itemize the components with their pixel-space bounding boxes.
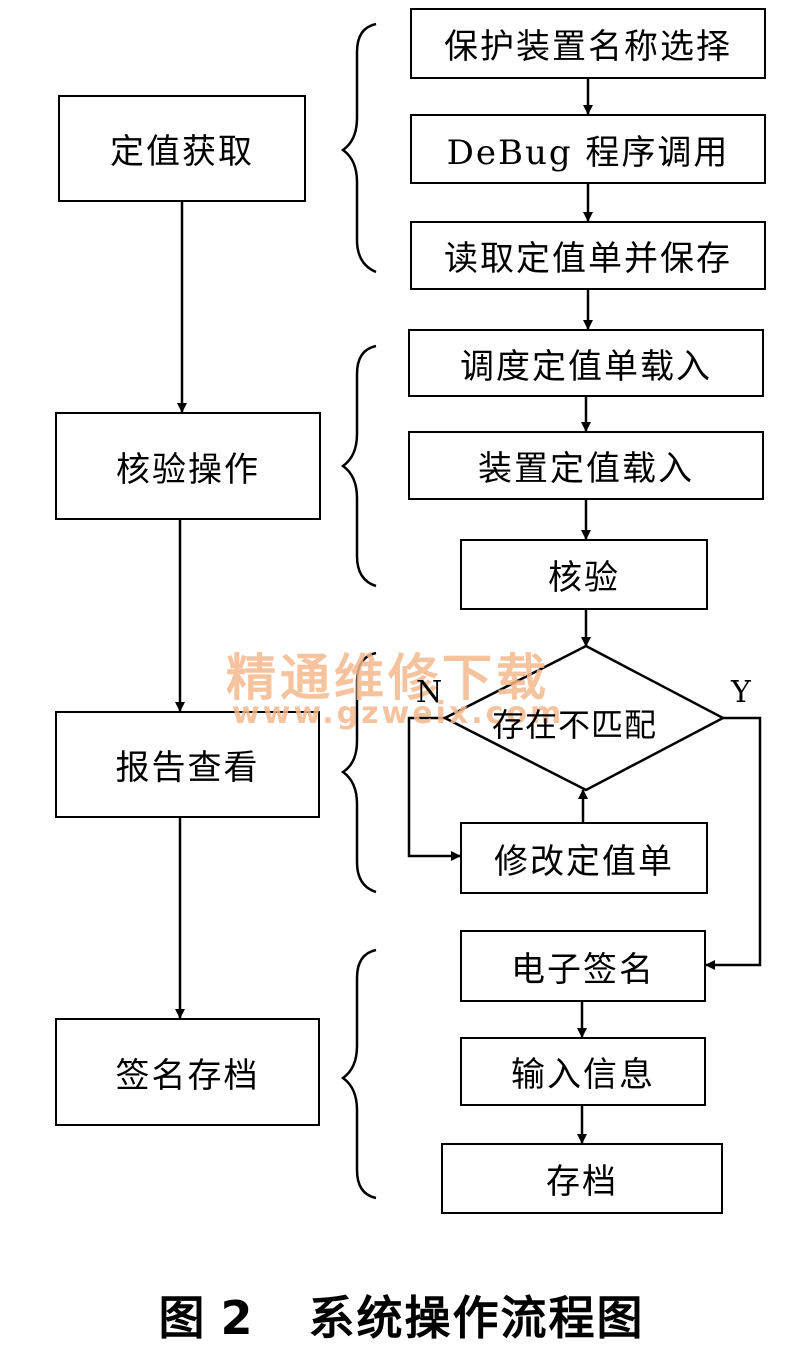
verify-box: 核验 (460, 539, 708, 610)
watermark-title: 精通维修下载 (226, 649, 550, 707)
brace-3 (340, 651, 377, 894)
brace-4 (340, 948, 377, 1200)
brace-2 (340, 344, 377, 588)
yes-branch-line (705, 716, 762, 970)
yes-branch-label: Y (731, 675, 751, 710)
decision-label: 存在不匹配 (492, 706, 658, 744)
figure-number: 图 2 (158, 1291, 253, 1345)
brace-1 (340, 22, 377, 274)
read-save-box: 读取定值单并保存 (410, 221, 766, 290)
e-signature-box: 电子签名 (460, 930, 706, 1002)
archive-box: 存档 (441, 1143, 723, 1214)
step-sign-archive: 签名存档 (55, 1018, 320, 1126)
modify-setting-box: 修改定值单 (460, 822, 708, 894)
dispatch-load-box: 调度定值单载入 (408, 329, 764, 397)
device-load-box: 装置定值载入 (408, 431, 764, 500)
figure-title: 系统操作流程图 (308, 1291, 645, 1345)
input-info-box: 输入信息 (460, 1037, 706, 1106)
figure-caption: 图 2 系统操作流程图 (0, 1282, 803, 1348)
step-report-view: 报告查看 (55, 711, 320, 818)
step-setting-acquire: 定值获取 (58, 95, 306, 202)
no-branch-line (407, 716, 461, 861)
debug-program-box: DeBug 程序调用 (410, 114, 766, 184)
step-verify-operation: 核验操作 (55, 412, 321, 520)
watermark-url: www.gzweix.com (232, 696, 565, 731)
no-branch-label: N (416, 675, 443, 710)
select-device-name-box: 保护装置名称选择 (410, 8, 766, 79)
